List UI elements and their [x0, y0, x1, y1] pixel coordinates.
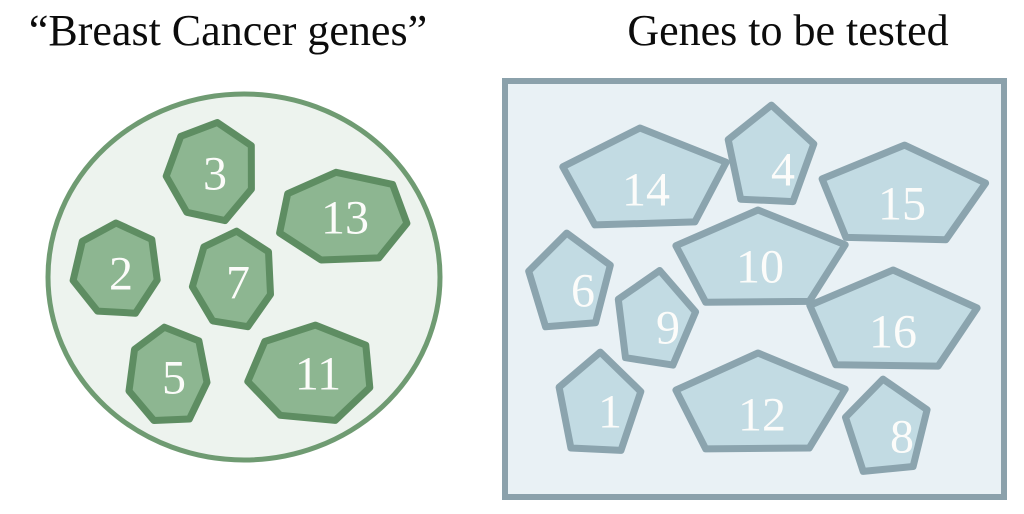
- gene-number-14: 14: [622, 164, 670, 217]
- right-set-title: Genes to be tested: [627, 6, 948, 55]
- gene-number-10: 10: [736, 241, 784, 294]
- breast-cancer-gene-shapes: 3 13 2 75 11: [69, 119, 411, 424]
- gene-shape-7: [188, 227, 274, 331]
- gene-number-9: 9: [656, 302, 680, 355]
- gene-shape-11: [244, 321, 374, 424]
- gene-shape-16: [806, 266, 981, 370]
- gene-shape-12: [672, 349, 849, 453]
- gene-shape-8: [842, 375, 931, 475]
- gene-number-5: 5: [162, 352, 186, 405]
- gene-number-15: 15: [878, 178, 926, 231]
- gene-shape-1: [555, 348, 645, 454]
- tested-gene-shapes: 14 4 15 10 6 9 16 1 12 8: [525, 101, 990, 475]
- gene-number-13: 13: [321, 192, 369, 245]
- gene-shape-15: [818, 141, 990, 244]
- gene-number-3: 3: [203, 148, 227, 201]
- gene-number-4: 4: [771, 144, 795, 197]
- gene-shape-14: [559, 124, 730, 229]
- gene-number-12: 12: [738, 389, 786, 442]
- gene-shape-10: [672, 206, 849, 306]
- gene-shape-4: [724, 101, 818, 206]
- gene-shape-3: [162, 119, 255, 225]
- gene-shape-13: [276, 168, 411, 264]
- gene-number-16: 16: [869, 306, 917, 359]
- gene-shape-6: [525, 229, 614, 331]
- gene-number-2: 2: [109, 248, 133, 301]
- gene-shape-9: [614, 267, 700, 369]
- gene-number-8: 8: [890, 411, 914, 464]
- gene-number-6: 6: [571, 265, 595, 318]
- left-set-title: “Breast Cancer genes”: [29, 6, 427, 55]
- gene-number-11: 11: [295, 348, 341, 401]
- gene-number-7: 7: [226, 257, 250, 310]
- gene-shape-2: [69, 219, 161, 317]
- gene-shape-5: [125, 323, 211, 424]
- gene-number-1: 1: [598, 386, 622, 439]
